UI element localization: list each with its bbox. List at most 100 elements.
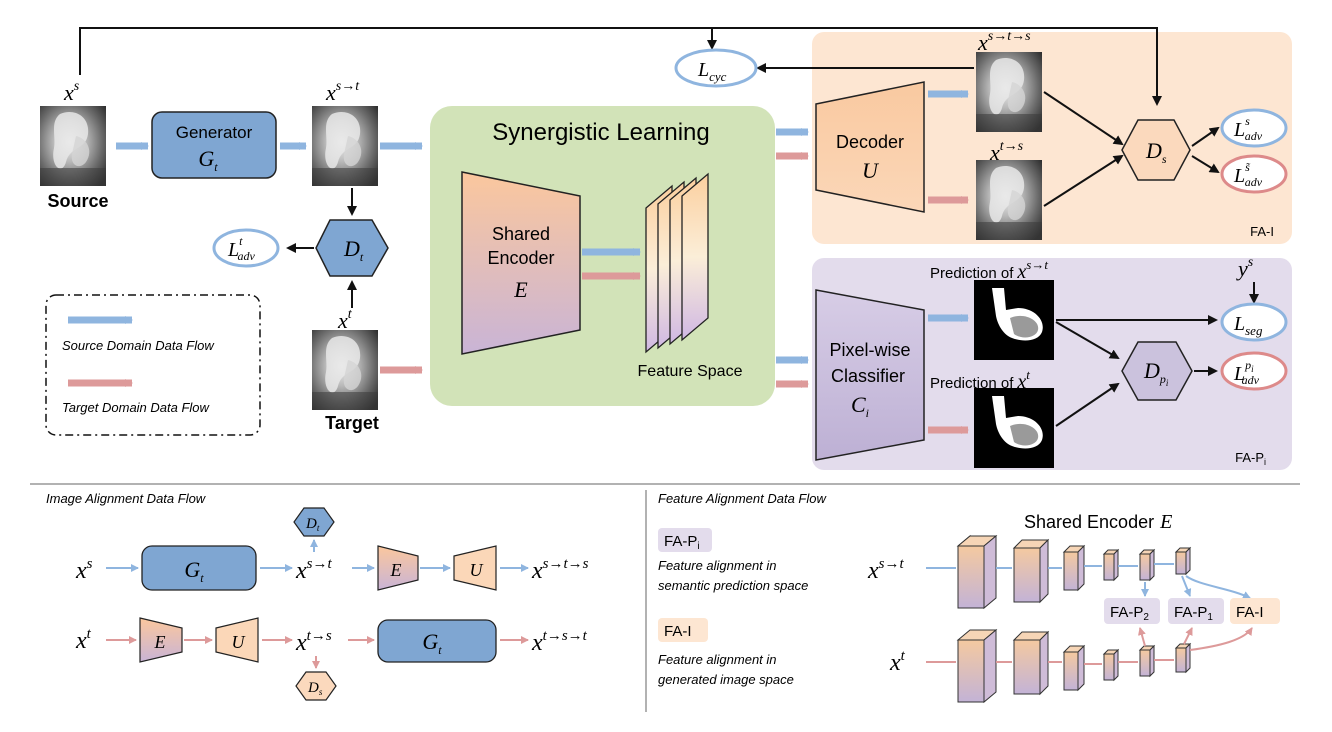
- bl-r1-g-label: Gt: [184, 557, 204, 585]
- bl-r1-e-label: E: [390, 560, 402, 580]
- bl-r2-g-box: [377, 619, 497, 663]
- decoder-shape: [815, 81, 925, 213]
- bl-r2-d-hex: [295, 671, 337, 701]
- bl-r2-e-label: E: [154, 632, 166, 652]
- br-fa-p-tag: FA-Pi: [664, 533, 700, 552]
- bl-r1-mid: xs→t: [295, 556, 332, 584]
- bl-r2-start: xt: [75, 626, 92, 654]
- bl-r1-u-label: U: [470, 560, 484, 580]
- cycle-line: [79, 27, 1162, 106]
- br-bottom-cubes: [956, 628, 1192, 704]
- ds-to-ladv-stilde: [1191, 155, 1220, 174]
- br-bottom-to-fap2: [1138, 627, 1146, 647]
- ladv-s-ellipse: [1220, 108, 1288, 148]
- bl-r2-u-shape: [215, 617, 259, 663]
- br-fa-p-desc1: Feature alignment in: [658, 558, 777, 573]
- ladv-stilde-ellipse: [1220, 154, 1288, 194]
- encoder-symbol: E: [513, 277, 528, 302]
- br-top-to-fai: [1185, 575, 1251, 599]
- classifier-symbol: Ci: [851, 392, 869, 420]
- feature-space-stack: [645, 172, 709, 354]
- fa-p-panel: [812, 258, 1292, 470]
- pred-tgt-to-dp: [1055, 382, 1120, 427]
- shared-encoder-shape: [461, 171, 581, 355]
- decoder-label: Decoder: [836, 132, 904, 152]
- br-fa-i-desc1: Feature alignment in: [658, 652, 777, 667]
- bl-r2-g-label: Gt: [422, 629, 442, 657]
- classifier-shape: [815, 289, 925, 461]
- generator-box: [151, 111, 277, 179]
- synergistic-title: Synergistic Learning: [492, 119, 709, 146]
- br-fa-i-tag: FA-I: [664, 623, 692, 640]
- ladv-t-ellipse: [212, 228, 280, 268]
- bl-r1-g-box: [141, 545, 257, 591]
- lseg-label: Lseg: [1233, 313, 1263, 338]
- fa-i-panel: [812, 32, 1292, 244]
- classifier-line2: Classifier: [831, 366, 905, 386]
- generator-symbol: Gt: [198, 146, 218, 174]
- br-top-flow: [926, 563, 1174, 569]
- bl-r2-e-shape: [139, 617, 183, 663]
- source-image: [40, 106, 106, 186]
- xts-image: [976, 160, 1042, 240]
- dp-label: Dpi: [1143, 358, 1169, 388]
- ladv-stilde-label: Ls̃adv: [1233, 160, 1263, 189]
- legend-source-label: Source Domain Data Flow: [62, 338, 215, 353]
- xst-image: [312, 106, 378, 186]
- xst-var: xs→t: [325, 79, 360, 105]
- br-bottom-to-fap1: [1183, 627, 1193, 645]
- fa-i-tag: FA-I: [1250, 224, 1274, 239]
- ladv-p-ellipse: [1220, 351, 1288, 391]
- br-tgt-var: xt: [889, 648, 906, 676]
- bl-r1-u-shape: [453, 545, 497, 591]
- image-alignment-title: Image Alignment Data Flow: [46, 491, 207, 506]
- feature-space-label: Feature Space: [638, 363, 743, 380]
- xsts-var: xs→t→s: [977, 29, 1031, 55]
- pred-tgt-image: [974, 388, 1054, 468]
- fa-p-tag: FA-Pi: [1235, 450, 1266, 467]
- source-var: xs: [63, 79, 80, 105]
- lcyc-ellipse: [674, 48, 758, 88]
- xts-to-ds: [1043, 154, 1124, 207]
- source-label: Source: [47, 191, 108, 211]
- classifier-line1: Pixel-wise: [829, 340, 910, 360]
- pred-src-to-dp: [1055, 321, 1120, 360]
- pred-src-image: [974, 280, 1054, 360]
- br-bottom-to-fai: [1189, 627, 1253, 651]
- bl-r2-end: xt→s→t: [531, 628, 588, 656]
- target-var: xt: [337, 307, 353, 333]
- dp-hexagon: [1121, 341, 1193, 401]
- decoder-symbol: U: [862, 158, 880, 183]
- target-label: Target: [325, 413, 379, 433]
- br-fa-i-desc2: generated image space: [658, 672, 794, 687]
- br-bottom-flow: [926, 659, 1174, 665]
- br-fap1-label: FA-P1: [1174, 604, 1213, 623]
- br-fap2-label: FA-P2: [1110, 604, 1149, 623]
- br-fa-p-tag-bg: [658, 528, 712, 552]
- bl-r1-e-shape: [377, 545, 419, 591]
- encoder-line1: Shared: [492, 224, 550, 244]
- target-image: [312, 330, 378, 410]
- br-top-cubes: [956, 534, 1192, 610]
- br-fa-p-desc2: semantic prediction space: [658, 578, 808, 593]
- encoder-line2: Encoder: [487, 248, 554, 268]
- lseg-ellipse: [1220, 302, 1288, 342]
- generator-title: Generator: [176, 123, 253, 142]
- bl-r2-d-label: Ds: [307, 680, 323, 697]
- ds-to-ladv-s: [1191, 126, 1220, 147]
- br-fa-i-tag-bg: [658, 618, 708, 642]
- br-top-to-fap1: [1181, 575, 1192, 597]
- br-fai-bg: [1230, 598, 1280, 624]
- legend-target-label: Target Domain Data Flow: [62, 400, 211, 415]
- ys-label: ys: [1236, 255, 1254, 281]
- bl-r1-d-label: Dt: [305, 516, 320, 533]
- br-fap2-bg: [1104, 598, 1160, 624]
- xsts-image: [976, 52, 1042, 132]
